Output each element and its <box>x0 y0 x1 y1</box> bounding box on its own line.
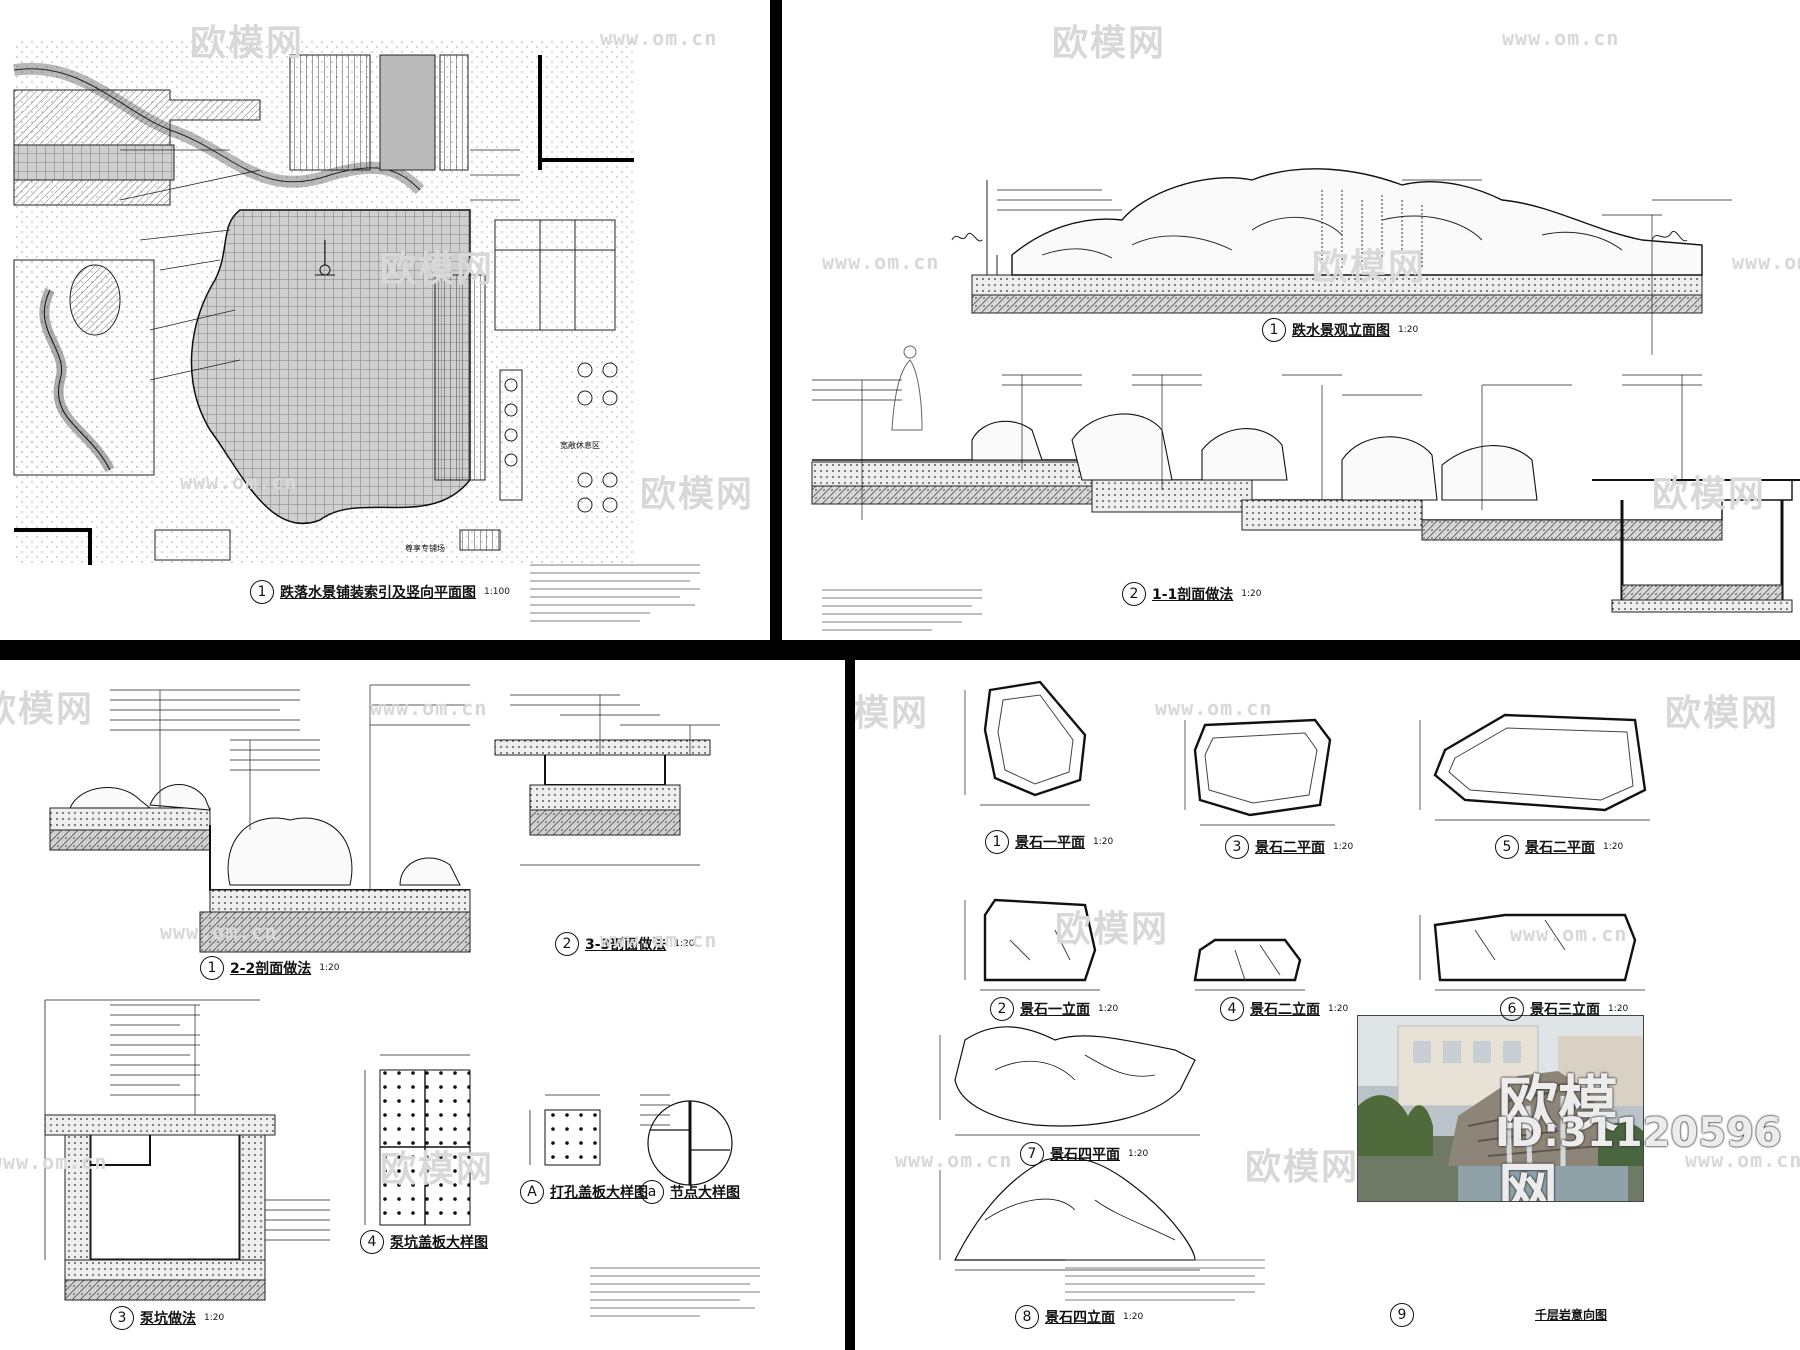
caption-title: 景石四平面 <box>1050 1147 1120 1163</box>
stone-caption-9: 9 <box>1390 1303 1420 1327</box>
caption-scale: 1:20 <box>319 963 340 973</box>
caption-title: 景石四立面 <box>1045 1310 1115 1326</box>
caption-number: 1 <box>250 580 274 604</box>
caption-scale: 1:100 <box>484 587 510 597</box>
caption-title: 2-2剖面做法 <box>230 961 312 977</box>
detail-caption-1: 1 2-2剖面做法 1:20 <box>200 956 340 980</box>
caption-scale: 1:20 <box>1123 1312 1144 1322</box>
section-caption: 2 1-1剖面做法 1:20 <box>1122 582 1262 606</box>
detail-caption-a-cap: A 打孔盖板大样图 <box>520 1180 648 1204</box>
caption-number: 1 <box>985 830 1009 854</box>
caption-number: 3 <box>110 1306 134 1330</box>
stones-drawing <box>939 680 1650 1301</box>
plan-caption: 1 跌落水景铺装索引及竖向平面图 1:100 <box>250 580 510 604</box>
caption-title: 跌水景观立面图 <box>1292 323 1390 339</box>
caption-title: 3-3剖面做法 <box>585 937 667 953</box>
caption-title: 景石二平面 <box>1255 840 1325 856</box>
caption-number: 7 <box>1020 1142 1044 1166</box>
caption-scale: 1:20 <box>204 1313 225 1323</box>
caption-number: 1 <box>200 956 224 980</box>
caption-scale: 1:20 <box>1603 842 1624 852</box>
detail-caption-a-lower: a 节点大样图 <box>640 1180 740 1204</box>
caption-title: 打孔盖板大样图 <box>550 1185 648 1201</box>
caption-title: 泵坑做法 <box>140 1311 196 1327</box>
watermark-id-value: 31120596 <box>1559 1110 1782 1156</box>
caption-title: 景石三立面 <box>1530 1002 1600 1018</box>
elevation-caption: 1 跌水景观立面图 1:20 <box>1262 318 1418 342</box>
plan-legend-right: 宽敞休息区 <box>560 441 600 450</box>
stone-caption-4: 4 景石二立面 1:20 <box>1220 997 1348 1021</box>
watermark-logo-large: 欧模网 <box>1498 1070 1618 1202</box>
caption-number: 2 <box>555 932 579 956</box>
caption-number: 1 <box>1262 318 1286 342</box>
caption-scale: 1:20 <box>1333 842 1354 852</box>
watermark-id: ID:31120596 <box>1495 1110 1782 1156</box>
caption-title: 节点大样图 <box>670 1185 740 1201</box>
detail-caption-2: 2 3-3剖面做法 1:20 <box>555 932 695 956</box>
stone-caption-3: 3 景石二平面 1:20 <box>1225 835 1353 859</box>
detail-caption-3: 3 泵坑做法 1:20 <box>110 1306 224 1330</box>
caption-number: 9 <box>1390 1303 1414 1327</box>
stone-caption-9-title: 千层岩意向图 <box>1535 1308 1608 1322</box>
watermark-id-label: ID: <box>1495 1110 1560 1156</box>
stone-caption-6: 6 景石三立面 1:20 <box>1500 997 1628 1021</box>
stone-caption-8: 8 景石四立面 1:20 <box>1015 1305 1143 1329</box>
caption-scale: 1:20 <box>674 939 695 949</box>
caption-scale: 1:20 <box>1098 1004 1119 1014</box>
caption-scale: 1:20 <box>1093 837 1114 847</box>
detail-caption-4: 4 泵坑盖板大样图 <box>360 1230 488 1254</box>
details-drawing <box>44 684 760 1317</box>
caption-number: 2 <box>1122 582 1146 606</box>
caption-scale: 1:20 <box>1398 325 1419 335</box>
caption-title: 泵坑盖板大样图 <box>390 1235 488 1251</box>
elevation-drawing <box>811 168 1800 631</box>
caption-number: 4 <box>360 1230 384 1254</box>
caption-number: 8 <box>1015 1305 1039 1329</box>
caption-title: 跌落水景铺装索引及竖向平面图 <box>280 585 476 601</box>
caption-title: 景石一平面 <box>1015 835 1085 851</box>
caption-number: 6 <box>1500 997 1524 1021</box>
stone-caption-1: 1 景石一平面 1:20 <box>985 830 1113 854</box>
caption-number: 5 <box>1495 835 1519 859</box>
caption-number: 2 <box>990 997 1014 1021</box>
photo-illustration <box>1358 1016 1643 1201</box>
caption-title: 1-1剖面做法 <box>1152 587 1234 603</box>
stone-reference-photo: 欧模网 <box>1357 1015 1644 1202</box>
stone-caption-5: 5 景石二平面 1:20 <box>1495 835 1623 859</box>
caption-scale: 1:20 <box>1608 1004 1629 1014</box>
plan-legend-center: 尊享专铺场 <box>405 544 445 553</box>
caption-scale: 1:20 <box>1241 589 1262 599</box>
caption-title: 景石二立面 <box>1250 1002 1320 1018</box>
caption-title: 景石二平面 <box>1525 840 1595 856</box>
caption-scale: 1:20 <box>1128 1149 1149 1159</box>
stone-caption-7: 7 景石四平面 1:20 <box>1020 1142 1148 1166</box>
caption-number: a <box>640 1180 664 1204</box>
plan-drawing <box>13 40 700 622</box>
caption-number: A <box>520 1180 544 1204</box>
caption-scale: 1:20 <box>1328 1004 1349 1014</box>
caption-number: 3 <box>1225 835 1249 859</box>
stone-caption-2: 2 景石一立面 1:20 <box>990 997 1118 1021</box>
caption-title: 景石一立面 <box>1020 1002 1090 1018</box>
drawing-sheet-details: 1 2-2剖面做法 1:20 2 3-3剖面做法 1:20 3 泵坑做法 1:20 4 泵坑盖… <box>0 660 845 1350</box>
caption-number: 4 <box>1220 997 1244 1021</box>
